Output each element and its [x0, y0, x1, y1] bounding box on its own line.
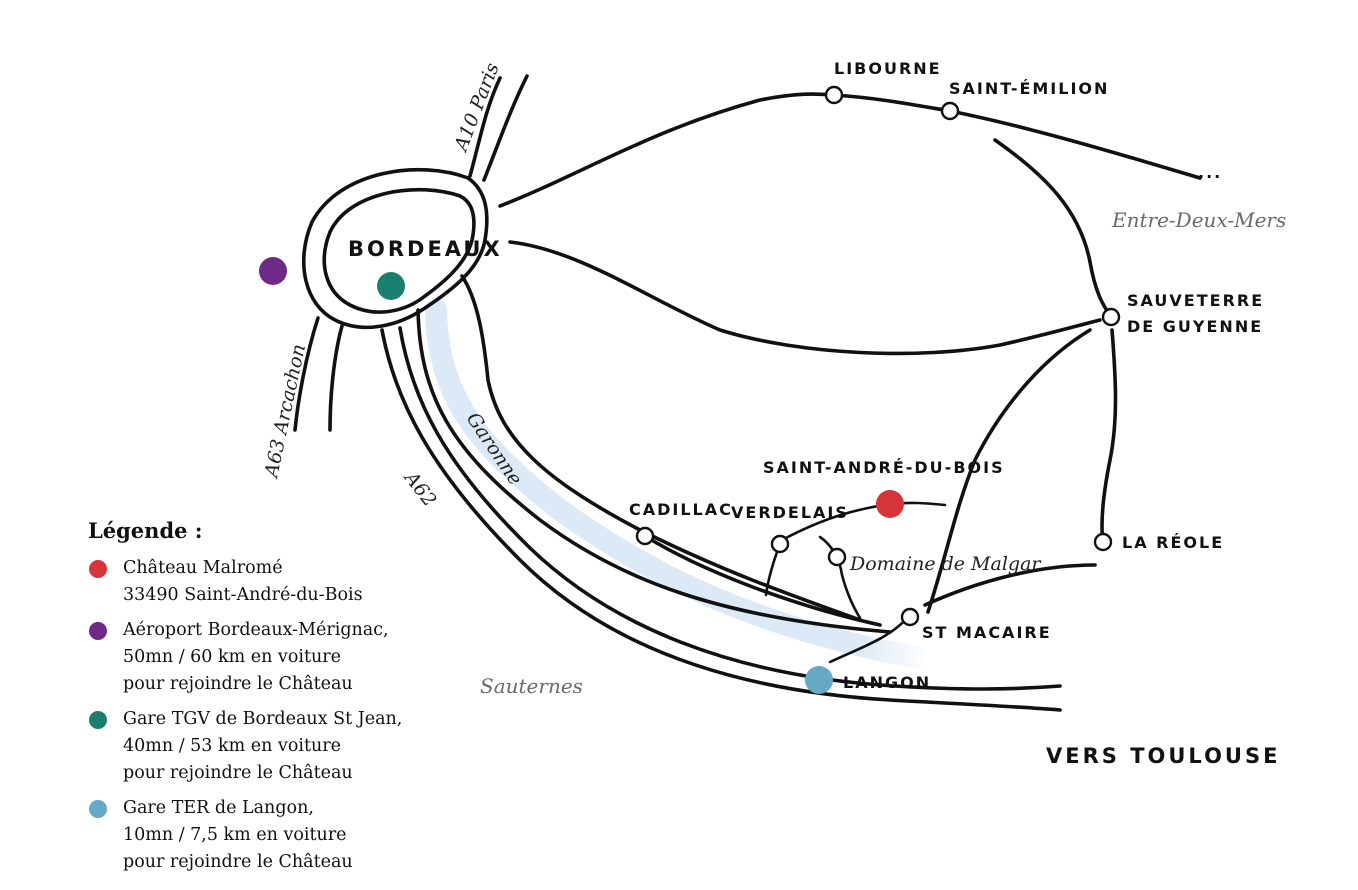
marker-ter — [805, 666, 833, 694]
garonne-river — [425, 299, 941, 671]
label-sauveterre-2: DE GUYENNE — [1127, 317, 1263, 336]
legend-item-airport: Aéroport Bordeaux-Mérignac, 50mn / 60 km… — [88, 617, 448, 698]
garonne-road-b — [460, 274, 862, 622]
legend-dot-chateau — [89, 560, 107, 578]
langon-link — [828, 615, 910, 664]
stop-verdelais — [770, 534, 790, 554]
sauveterre-stmacaire-road — [926, 328, 1092, 614]
a63-road-b — [328, 324, 344, 432]
legend-text: Château Malromé — [123, 558, 283, 578]
emilion-sauveterre-road — [993, 138, 1113, 318]
legend-item-tgv: Gare TGV de Bordeaux St Jean, 40mn / 53 … — [88, 706, 448, 787]
libourne-road — [498, 92, 1202, 208]
label-sauveterre-1: SAUVETERRE — [1127, 291, 1264, 310]
label-verdelais: VERDELAIS — [731, 503, 849, 522]
cadillac-road — [643, 534, 882, 627]
legend-text: Gare TER de Langon, — [123, 798, 314, 818]
marker-chateau — [876, 490, 904, 518]
label-domaine-malgar: Domaine de Malgar — [849, 553, 1042, 575]
legend-text: pour rejoindre le Château — [123, 674, 353, 694]
legend-dot-airport — [89, 622, 107, 640]
a62-road-a — [380, 328, 1062, 712]
map-legend: Légende : Château Malromé 33490 Saint-An… — [88, 518, 448, 884]
legend-text: 33490 Saint-André-du-Bois — [123, 585, 363, 605]
legend-text: 40mn / 53 km en voiture — [123, 736, 341, 756]
stmacaire-east-road — [923, 563, 1097, 607]
stop-saint-emilion — [940, 101, 960, 121]
a62-road-b — [398, 326, 1062, 691]
label-a63: A63 Arcachon — [260, 342, 310, 481]
label-sauternes: Sauternes — [480, 674, 583, 698]
label-a10: A10 Paris — [449, 60, 503, 156]
legend-text: 50mn / 60 km en voiture — [123, 647, 341, 667]
bordeaux-ring-inner — [322, 187, 476, 314]
bordeaux-sauveterre-road — [508, 240, 1102, 356]
legend-title: Légende : — [88, 518, 203, 543]
sauveterre-lareole-road — [1100, 328, 1118, 544]
label-libourne: LIBOURNE — [834, 59, 942, 78]
label-ellipsis: ... — [1198, 163, 1222, 182]
label-bordeaux: BORDEAUX — [348, 237, 503, 261]
label-cadillac: CADILLAC — [629, 500, 733, 519]
legend-text: 10mn / 7,5 km en voiture — [123, 825, 347, 845]
label-st-macaire: ST MACAIRE — [922, 623, 1052, 642]
legend-text: pour rejoindre le Château — [123, 763, 353, 783]
a10-road-b — [482, 74, 529, 182]
legend-dot-tgv — [89, 711, 107, 729]
stop-libourne — [824, 85, 844, 105]
a10-road-a — [468, 76, 502, 178]
stop-la-reole — [1093, 532, 1113, 552]
label-garonne: Garonne — [462, 408, 527, 489]
legend-text: Aéroport Bordeaux-Mérignac, — [123, 620, 389, 640]
legend-item-ter: Gare TER de Langon, 10mn / 7,5 km en voi… — [88, 795, 448, 876]
label-saint-emilion: SAINT-ÉMILION — [949, 79, 1109, 98]
malgar-road — [818, 535, 862, 620]
a63-road-a — [293, 316, 320, 432]
stop-st-macaire — [900, 607, 920, 627]
legend-item-chateau: Château Malromé 33490 Saint-André-du-Boi… — [88, 555, 448, 609]
stop-malgar — [827, 547, 847, 567]
legend-dot-ter — [89, 800, 107, 818]
label-vers-toulouse: VERS TOULOUSE — [1046, 744, 1280, 768]
marker-airport — [259, 257, 287, 285]
stop-sauveterre — [1101, 307, 1121, 327]
legend-text: Gare TGV de Bordeaux St Jean, — [123, 709, 403, 729]
stop-cadillac — [635, 526, 655, 546]
marker-tgv — [377, 272, 405, 300]
label-a62: A62 — [399, 466, 441, 511]
label-saint-andre: SAINT-ANDRÉ-DU-BOIS — [763, 458, 1005, 477]
label-langon: LANGON — [843, 673, 931, 692]
label-la-reole: LA RÉOLE — [1122, 533, 1224, 552]
garonne-road-a — [416, 308, 892, 634]
label-entre-deux-mers: Entre-Deux-Mers — [1111, 208, 1286, 232]
bordeaux-ring-outer — [301, 167, 489, 330]
legend-text: pour rejoindre le Château — [123, 852, 353, 872]
